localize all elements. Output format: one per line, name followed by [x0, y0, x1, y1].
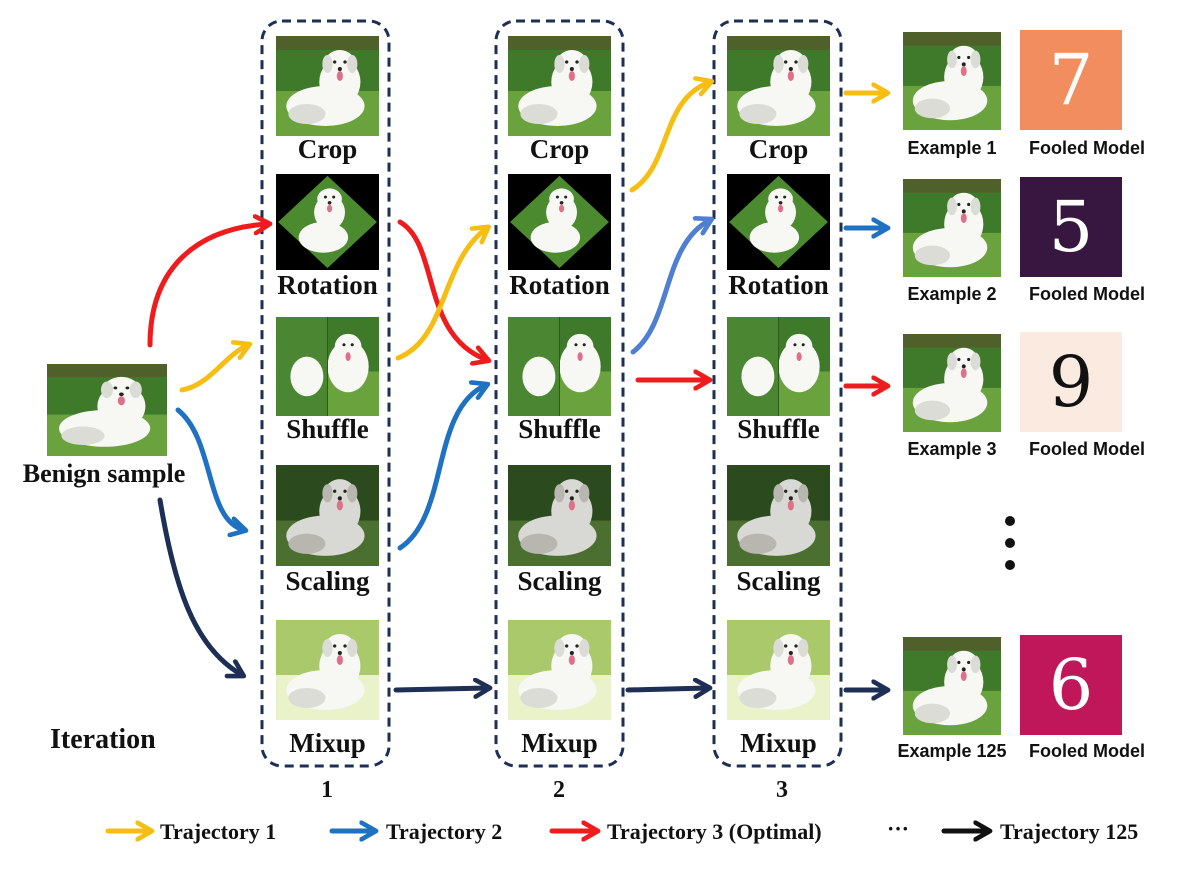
legend-label-trajectory-1: Trajectory 1: [160, 819, 277, 844]
legend-ellipsis: ···: [887, 816, 910, 841]
output-example-image-4: [903, 637, 1001, 735]
fooled-model-label-4: Fooled Model: [1029, 741, 1145, 761]
shuffle-to-rotation-blue-arrow: [630, 220, 710, 355]
benign-to-mixup-arrow: [157, 497, 242, 675]
output-example-label-3: Example 3: [907, 439, 997, 459]
transform-image-shuffle-iter-1: [276, 317, 379, 416]
fooled-model-digit-1: 7: [1048, 39, 1094, 121]
fooled-model-label-1: Fooled Model: [1029, 138, 1145, 158]
fooled-model-box-3: 9: [1020, 332, 1122, 432]
fooled-model-box-4: 6: [1020, 635, 1122, 735]
output-example-image-3: [903, 334, 1001, 432]
benign-sample-label: Benign sample: [22, 459, 186, 488]
benign-to-scaling-arrow: [175, 407, 244, 530]
output-example-label-2: Example 2: [907, 284, 997, 304]
iteration-number-2: 2: [553, 777, 565, 803]
transform-label-mixup-iter-1: Mixup: [289, 728, 366, 758]
transform-label-rotation-iter-2: Rotation: [509, 270, 610, 300]
transform-image-rotation-iter-1: [276, 174, 379, 270]
rotation-to-shuffle-red-arrow: [397, 219, 487, 360]
benign-to-rotation-arrow: [147, 224, 268, 348]
output-example-label-1: Example 1: [907, 138, 997, 158]
output-example-image-2: [903, 179, 1001, 277]
iteration-box-3: [712, 19, 843, 768]
transform-image-shuffle-iter-3: [727, 317, 830, 416]
transform-image-crop-iter-2: [508, 36, 611, 136]
transform-label-shuffle-iter-3: Shuffle: [737, 414, 820, 444]
transform-label-scaling-iter-3: Scaling: [736, 566, 821, 596]
mixup1-to-mixup2-arrow: [393, 688, 488, 690]
fooled-model-digit-3: 9: [1048, 341, 1094, 423]
transform-image-mixup-iter-2: [508, 620, 611, 720]
fooled-model-box-2: 5: [1020, 177, 1122, 277]
transform-image-scaling-iter-1: [276, 465, 379, 566]
transform-image-rotation-iter-3: [727, 174, 830, 270]
transform-image-crop-iter-3: [727, 36, 830, 136]
fooled-model-digit-2: 5: [1048, 186, 1094, 268]
fooled-model-digit-4: 6: [1048, 644, 1094, 726]
transform-image-mixup-iter-3: [727, 620, 830, 720]
benign-sample-image: [47, 364, 167, 456]
iteration-box-1: [260, 19, 391, 768]
scaling-to-shuffle-blue-arrow: [397, 385, 486, 551]
benign-to-shuffle-arrow: [179, 345, 248, 393]
shuffle-to-rotation-yellow-arrow: [395, 228, 487, 361]
iteration-label: Iteration: [50, 724, 156, 755]
fooled-model-box-1: 7: [1020, 30, 1122, 130]
transform-image-mixup-iter-1: [276, 620, 379, 720]
transform-label-shuffle-iter-1: Shuffle: [286, 414, 369, 444]
transform-image-crop-iter-1: [276, 36, 379, 136]
transform-image-scaling-iter-2: [508, 465, 611, 566]
transform-image-shuffle-iter-2: [508, 317, 611, 416]
mixup2-to-mixup3-arrow: [625, 688, 708, 690]
transform-label-scaling-iter-2: Scaling: [517, 566, 602, 596]
iteration-number-3: 3: [776, 777, 788, 803]
iteration-box-2: [494, 19, 625, 768]
transform-label-scaling-iter-1: Scaling: [285, 566, 370, 596]
transform-image-rotation-iter-2: [508, 174, 611, 270]
legend-label-trajectory-3: Trajectory 3 (Optimal): [607, 819, 822, 844]
transform-label-rotation-iter-1: Rotation: [277, 270, 378, 300]
legend-label-trajectory-125: Trajectory 125: [1000, 819, 1139, 844]
iteration-number-1: 1: [321, 777, 333, 803]
rotation-to-crop-yellow-arrow: [629, 82, 710, 193]
legend-label-trajectory-2: Trajectory 2: [386, 819, 503, 844]
output-example-image-1: [903, 32, 1001, 130]
vertical-ellipsis: [1003, 516, 1017, 572]
transform-label-mixup-iter-3: Mixup: [740, 728, 817, 758]
transform-label-shuffle-iter-2: Shuffle: [518, 414, 601, 444]
transform-label-crop-iter-3: Crop: [748, 134, 809, 164]
fooled-model-label-3: Fooled Model: [1029, 439, 1145, 459]
transform-label-crop-iter-2: Crop: [529, 134, 590, 164]
transform-label-rotation-iter-3: Rotation: [728, 270, 829, 300]
fooled-model-label-2: Fooled Model: [1029, 284, 1145, 304]
transform-label-crop-iter-1: Crop: [297, 134, 358, 164]
transform-label-mixup-iter-2: Mixup: [521, 728, 598, 758]
transform-image-scaling-iter-3: [727, 465, 830, 566]
output-example-label-4: Example 125: [897, 741, 1007, 761]
